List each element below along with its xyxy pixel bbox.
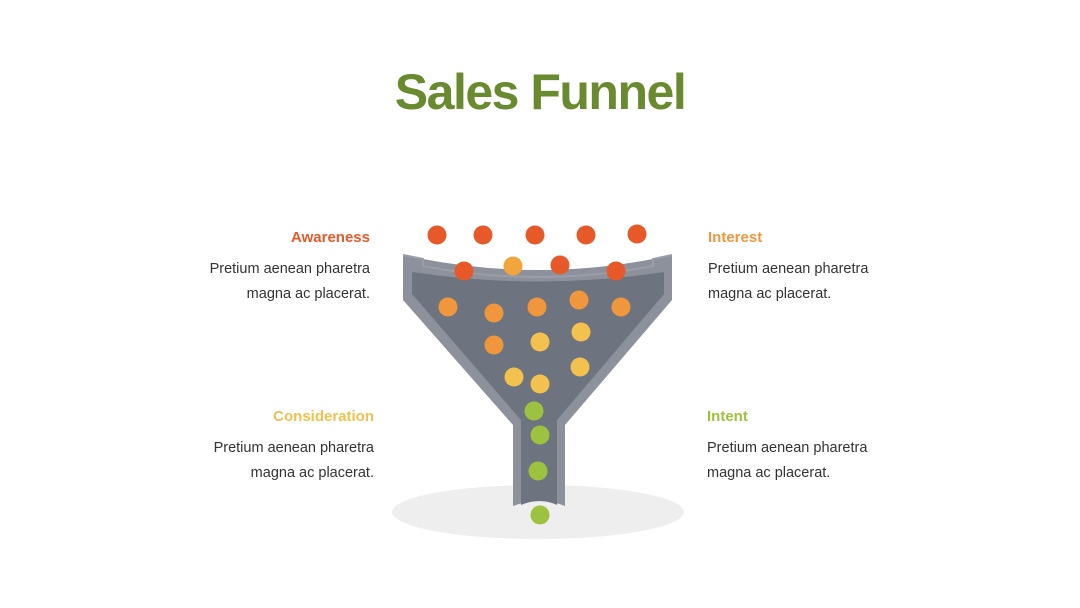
dot — [570, 357, 590, 377]
dot — [524, 401, 544, 421]
dot — [527, 297, 547, 317]
stage-consideration: Consideration Pretium aenean pharetra ma… — [134, 407, 374, 486]
awareness-desc-line-2: magna ac placerat. — [246, 286, 370, 302]
consideration-desc-line-2: magna ac placerat. — [250, 465, 374, 481]
dot — [569, 290, 589, 310]
consideration-heading: Consideration — [273, 408, 374, 425]
stage-interest: Interest Pretium aenean pharetra magna a… — [708, 228, 948, 307]
funnel-lip — [402, 254, 673, 278]
dot — [454, 261, 474, 281]
dot — [484, 335, 504, 355]
dot — [438, 297, 458, 317]
dot — [525, 225, 545, 245]
awareness-heading: Awareness — [291, 229, 370, 246]
dot — [576, 225, 596, 245]
dot — [550, 255, 570, 275]
interest-dots — [438, 256, 631, 355]
consideration-description: Pretium aenean pharetra magna ac placera… — [134, 436, 374, 486]
dot — [530, 425, 550, 445]
interest-heading: Interest — [708, 229, 763, 246]
dot — [504, 367, 524, 387]
dot — [503, 256, 523, 276]
dot — [528, 461, 548, 481]
dot — [473, 225, 493, 245]
awareness-desc-line-1: Pretium aenean pharetra — [209, 261, 370, 277]
dot — [611, 297, 631, 317]
dot — [530, 374, 550, 394]
intent-description: Pretium aenean pharetra magna ac placera… — [707, 436, 947, 486]
interest-desc-line-1: Pretium aenean pharetra — [708, 261, 869, 277]
consideration-desc-line-1: Pretium aenean pharetra — [213, 440, 374, 456]
awareness-dots — [427, 224, 647, 281]
intent-desc-line-1: Pretium aenean pharetra — [707, 440, 868, 456]
dot — [427, 225, 447, 245]
interest-desc-line-2: magna ac placerat. — [708, 286, 832, 302]
interest-description: Pretium aenean pharetra magna ac placera… — [708, 257, 948, 307]
intent-desc-line-2: magna ac placerat. — [707, 465, 831, 481]
consideration-dots — [504, 322, 591, 394]
stage-intent: Intent Pretium aenean pharetra magna ac … — [707, 407, 947, 486]
intent-heading: Intent — [707, 408, 748, 425]
dot — [530, 332, 550, 352]
dot — [606, 261, 626, 281]
stage-awareness: Awareness Pretium aenean pharetra magna … — [130, 228, 370, 307]
intent-dots — [524, 401, 550, 525]
dot — [530, 505, 550, 525]
dot — [484, 303, 504, 323]
dot — [571, 322, 591, 342]
dot — [627, 224, 647, 244]
awareness-description: Pretium aenean pharetra magna ac placera… — [130, 257, 370, 307]
slide-title: Sales Funnel — [394, 64, 687, 120]
